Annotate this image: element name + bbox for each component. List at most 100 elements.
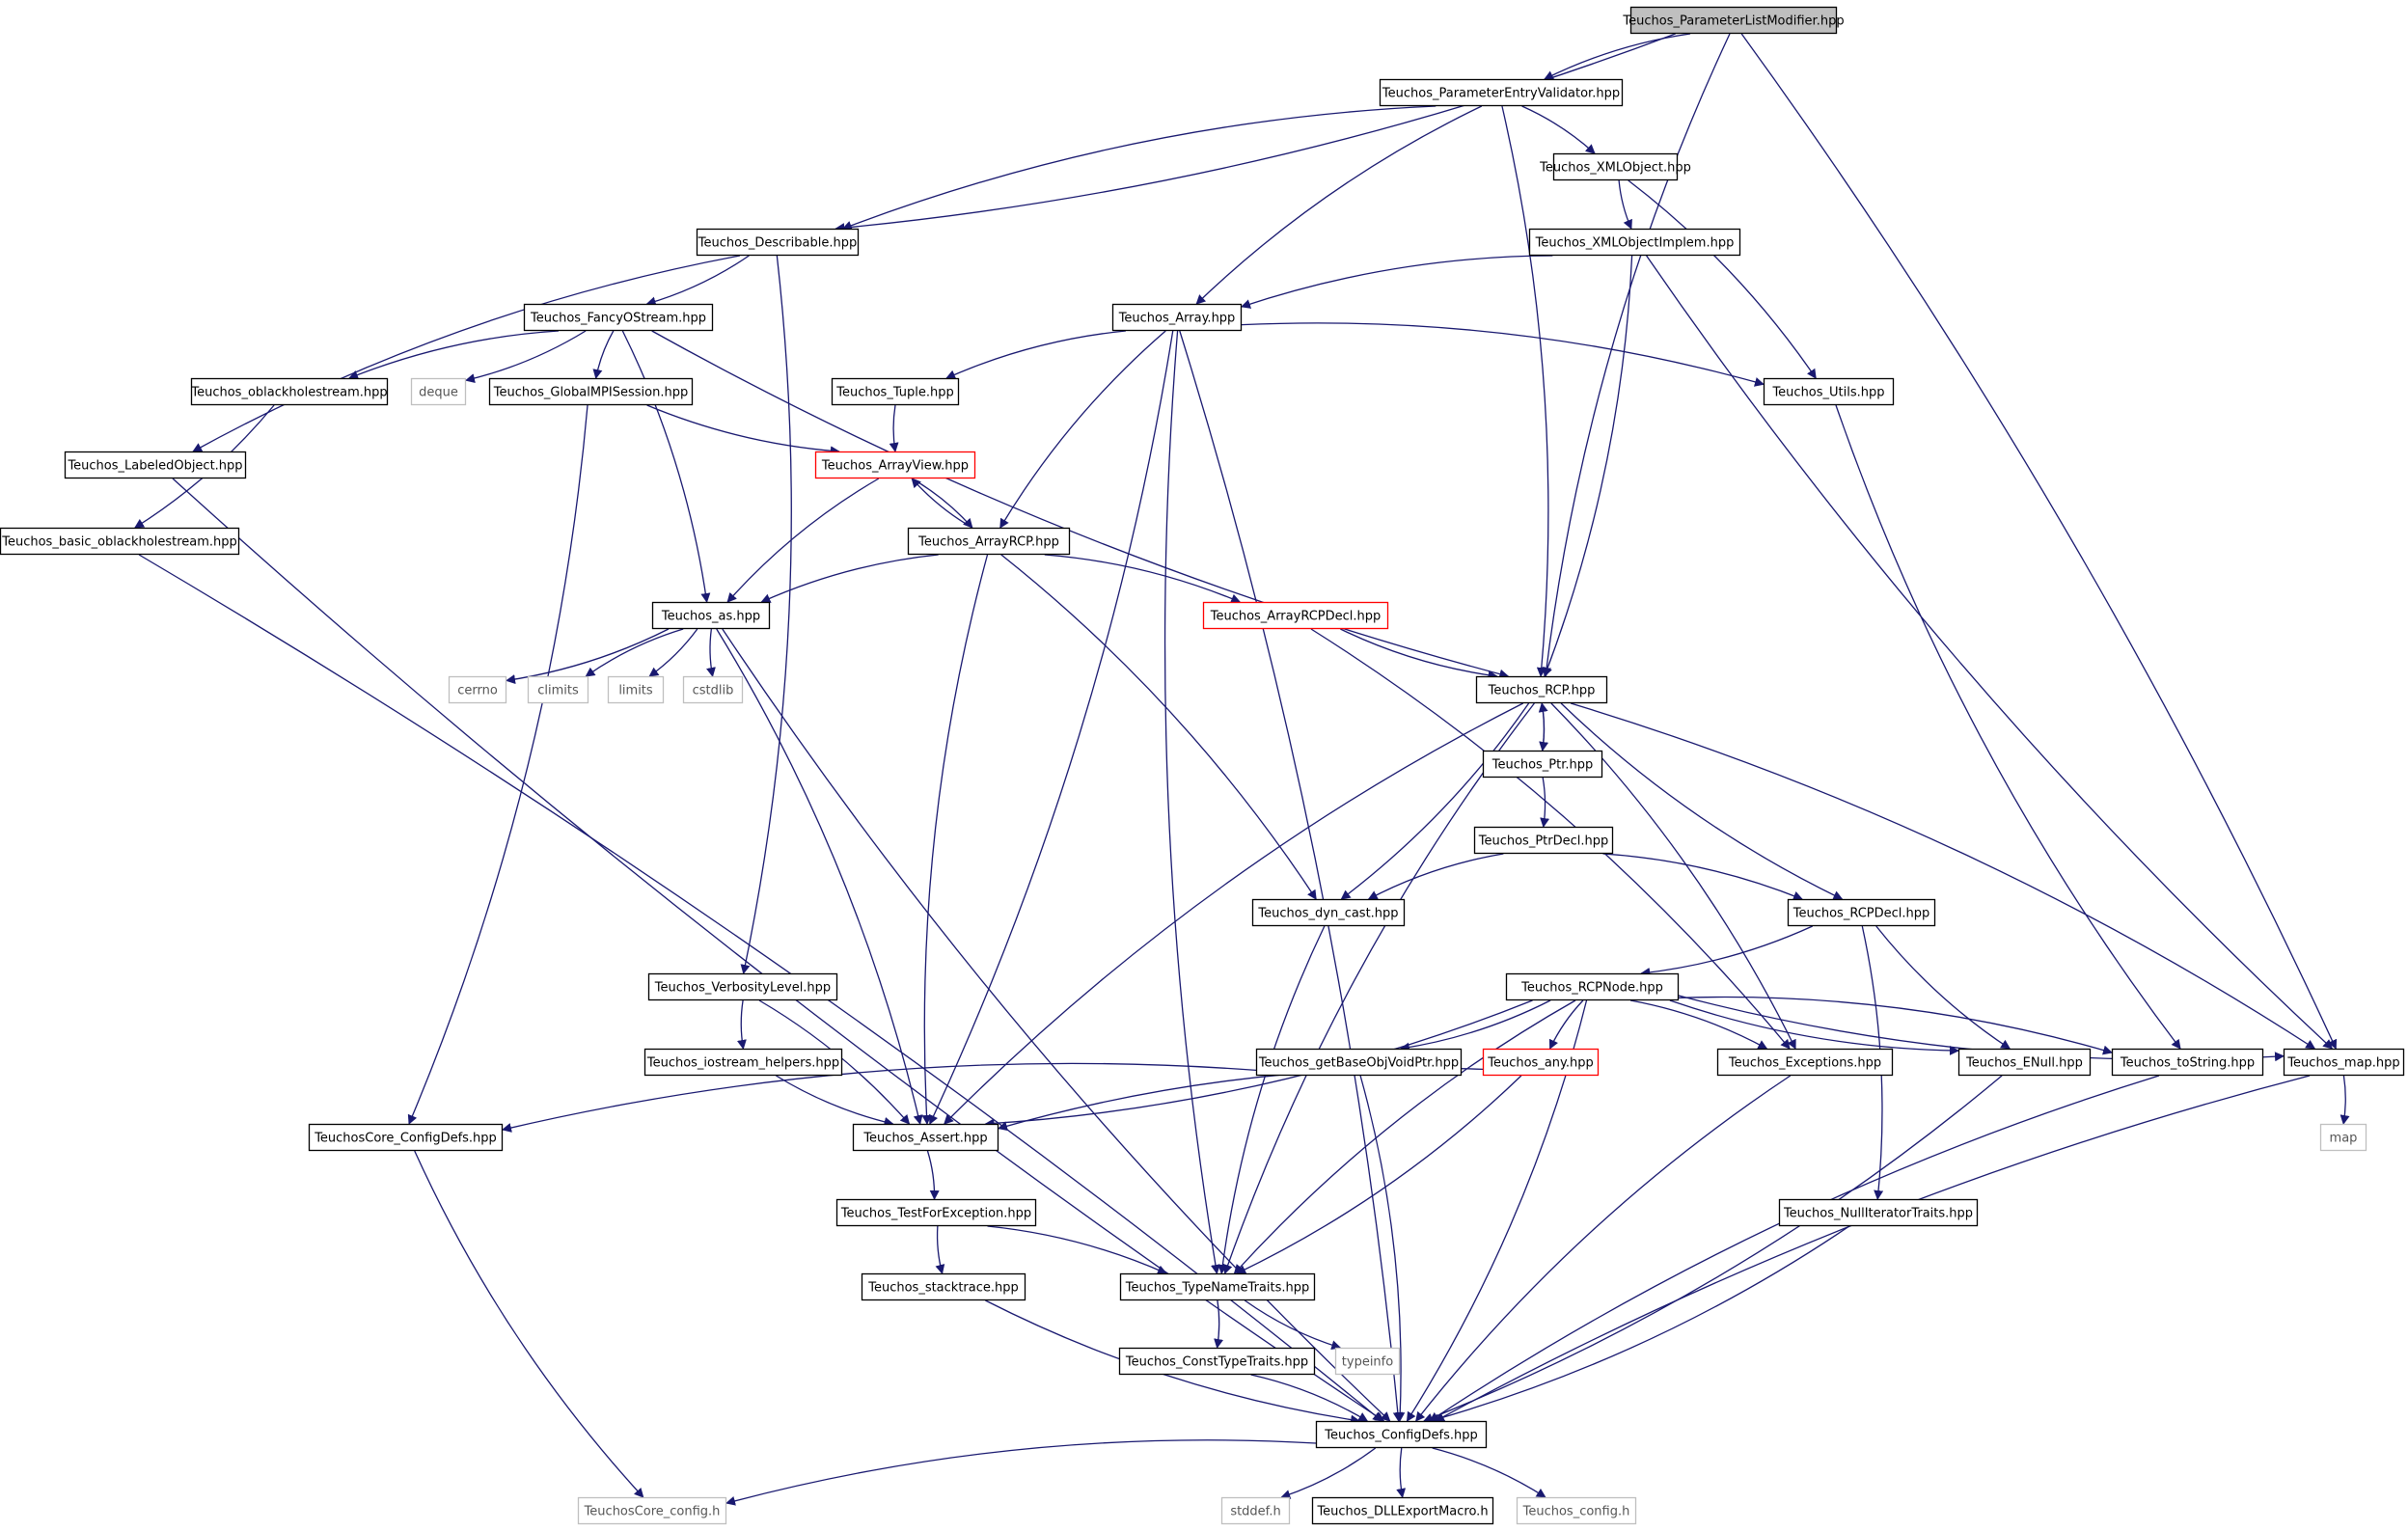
node-dll-export-macro[interactable]: Teuchos_DLLExportMacro.h: [1311, 1496, 1494, 1525]
edge-stacktrace-to-config_defs: [985, 1299, 1361, 1425]
node-label: Teuchos_Tuple.hpp: [835, 386, 954, 400]
edge-rcp-to-exceptions: [1550, 702, 1796, 1050]
node-null-iterator-traits[interactable]: Teuchos_NullIteratorTraits.hpp: [1778, 1198, 1979, 1227]
edge-array_rcp-to-dyn_cast: [1000, 554, 1317, 900]
edge-fancy_ostream-to-deque: [465, 330, 587, 384]
node-param-entry-validator[interactable]: Teuchos_ParameterEntryValidator.hpp: [1379, 78, 1624, 107]
node-param-list-modifier[interactable]: Teuchos_ParameterListModifier.hpp: [1622, 6, 1845, 35]
node-box: [1716, 1048, 1894, 1077]
node-box: [308, 1123, 504, 1152]
edge-config_defs-to-config_h: [1432, 1447, 1546, 1498]
node-climits: climits: [527, 675, 589, 704]
node-deque: deque: [410, 377, 467, 406]
edge-as-to-assert: [716, 628, 923, 1125]
edge-param_entry_validator-to-rcp: [1501, 105, 1549, 677]
node-box: [1957, 1048, 2092, 1077]
edge-test_for_exception-to-stacktrace: [935, 1225, 945, 1274]
node-oblackholestream[interactable]: Teuchos_oblackholestream.hpp: [190, 377, 389, 406]
node-basic-oblackholestream[interactable]: Teuchos_basic_oblackholestream.hpp: [0, 527, 240, 556]
edge-assert-to-test_for_exception: [926, 1150, 940, 1200]
node-label: Teuchos_any.hpp: [1487, 1056, 1594, 1071]
node-xml-object-implem[interactable]: Teuchos_XMLObjectImplem.hpp: [1528, 228, 1741, 257]
edge-rcp-to-assert: [944, 702, 1524, 1125]
node-get-base-obj-void-ptr[interactable]: Teuchos_getBaseObjVoidPtr.hpp: [1255, 1048, 1463, 1077]
edge-rcp_node-to-to_string: [1678, 996, 2113, 1055]
node-label: Teuchos_RCPDecl.hpp: [1792, 907, 1930, 921]
node-box: [1505, 972, 1680, 1001]
edge-exceptions-to-config_defs: [1415, 1075, 1792, 1422]
edge-array-to-assert: [929, 330, 1174, 1125]
node-const-type-traits[interactable]: Teuchos_ConstTypeTraits.hpp: [1118, 1347, 1316, 1376]
node-map-hpp[interactable]: Teuchos_map.hpp: [2283, 1048, 2405, 1077]
node-xml-object[interactable]: Teuchos_XMLObject.hpp: [1539, 152, 1691, 181]
edge-param_list_modifier-to-rcp: [1542, 33, 1731, 677]
node-enull[interactable]: Teuchos_ENull.hpp: [1957, 1048, 2092, 1077]
node-core-config-defs[interactable]: TeuchosCore_ConfigDefs.hpp: [308, 1123, 504, 1152]
node-exceptions[interactable]: Teuchos_Exceptions.hpp: [1716, 1048, 1894, 1077]
edge-param_entry_validator-to-describable: [841, 105, 1437, 231]
node-any[interactable]: Teuchos_any.hpp: [1482, 1048, 1600, 1077]
edge-as-to-climits: [585, 628, 684, 677]
node-label: Teuchos_Describable.hpp: [698, 236, 857, 251]
node-label: Teuchos_as.hpp: [661, 610, 760, 624]
node-type-name-traits[interactable]: Teuchos_TypeNameTraits.hpp: [1119, 1272, 1316, 1301]
node-label: stddef.h: [1230, 1505, 1280, 1519]
node-label: Teuchos_ParameterEntryValidator.hpp: [1382, 87, 1620, 101]
edge-rcp_decl-to-enull: [1875, 925, 2011, 1050]
node-ptr-decl[interactable]: Teuchos_PtrDecl.hpp: [1473, 826, 1614, 855]
node-label: Teuchos_Utils.hpp: [1771, 386, 1884, 400]
node-dyn-cast[interactable]: Teuchos_dyn_cast.hpp: [1251, 898, 1406, 927]
node-box: [577, 1496, 727, 1525]
edge-ptr-to-ptr_decl: [1540, 777, 1550, 828]
node-label: TeuchosCore_config.h: [584, 1505, 721, 1519]
edge-array_rcp_decl-to-exceptions: [1310, 628, 1791, 1050]
node-rcp-decl[interactable]: Teuchos_RCPDecl.hpp: [1787, 898, 1936, 927]
node-label: Teuchos_oblackholestream.hpp: [190, 386, 387, 400]
node-global-mpi-session[interactable]: Teuchos_GlobalMPISession.hpp: [488, 377, 694, 406]
node-test-for-exception[interactable]: Teuchos_TestForException.hpp: [835, 1198, 1037, 1227]
node-fancy-ostream[interactable]: Teuchos_FancyOStream.hpp: [523, 303, 714, 332]
node-ptr[interactable]: Teuchos_Ptr.hpp: [1482, 750, 1603, 779]
edge-rcp_node-to-assert: [984, 999, 1533, 1129]
node-stacktrace[interactable]: Teuchos_stacktrace.hpp: [861, 1272, 1026, 1301]
node-box: [1552, 152, 1679, 181]
node-rcp-node[interactable]: Teuchos_RCPNode.hpp: [1505, 972, 1680, 1001]
node-box: [64, 451, 247, 479]
node-config-defs[interactable]: Teuchos_ConfigDefs.hpp: [1315, 1420, 1488, 1449]
edge-rcp_node-to-type_name_traits: [1233, 999, 1576, 1274]
node-box: [410, 377, 467, 406]
node-cerrno: cerrno: [448, 675, 507, 704]
node-to-string[interactable]: Teuchos_toString.hpp: [2111, 1048, 2264, 1077]
node-array-view[interactable]: Teuchos_ArrayView.hpp: [814, 451, 976, 479]
node-array-rcp-decl[interactable]: Teuchos_ArrayRCPDecl.hpp: [1202, 601, 1389, 630]
edge-as-to-limits: [648, 628, 698, 677]
node-box: [1255, 1048, 1463, 1077]
node-rcp[interactable]: Teuchos_RCP.hpp: [1475, 675, 1608, 704]
node-box: [1516, 1496, 1637, 1525]
node-label: Teuchos_ArrayRCPDecl.hpp: [1210, 610, 1382, 624]
node-tuple[interactable]: Teuchos_Tuple.hpp: [831, 377, 960, 406]
node-box: [2111, 1048, 2264, 1077]
node-utils[interactable]: Teuchos_Utils.hpp: [1763, 377, 1895, 406]
node-assert[interactable]: Teuchos_Assert.hpp: [852, 1123, 999, 1152]
node-label: Teuchos_TypeNameTraits.hpp: [1125, 1281, 1310, 1296]
node-as[interactable]: Teuchos_as.hpp: [651, 601, 771, 630]
node-box: [1787, 898, 1936, 927]
node-box: [1251, 898, 1406, 927]
node-iostream-helpers[interactable]: Teuchos_iostream_helpers.hpp: [643, 1048, 843, 1077]
edge-core_config_defs-to-core_config_h: [414, 1150, 644, 1498]
edge-config_defs-to-dll_export_macro: [1396, 1447, 1407, 1498]
node-describable[interactable]: Teuchos_Describable.hpp: [696, 228, 860, 257]
node-verbosity-level[interactable]: Teuchos_VerbosityLevel.hpp: [647, 972, 838, 1001]
node-box: [488, 377, 694, 406]
edge-as-to-cstdlib: [706, 628, 716, 677]
edge-global_mpi_session-to-array_view: [646, 404, 840, 456]
edge-any-to-assert: [998, 1067, 1484, 1132]
node-array[interactable]: Teuchos_Array.hpp: [1111, 303, 1243, 332]
node-label: Teuchos_stacktrace.hpp: [867, 1281, 1019, 1296]
edge-array_view-to-as: [726, 478, 880, 603]
node-labeled-object[interactable]: Teuchos_LabeledObject.hpp: [64, 451, 247, 479]
node-array-rcp[interactable]: Teuchos_ArrayRCP.hpp: [907, 527, 1071, 556]
edge-any-to-type_name_traits: [1236, 1075, 1522, 1274]
edge-rcp-to-dyn_cast: [1340, 702, 1530, 900]
